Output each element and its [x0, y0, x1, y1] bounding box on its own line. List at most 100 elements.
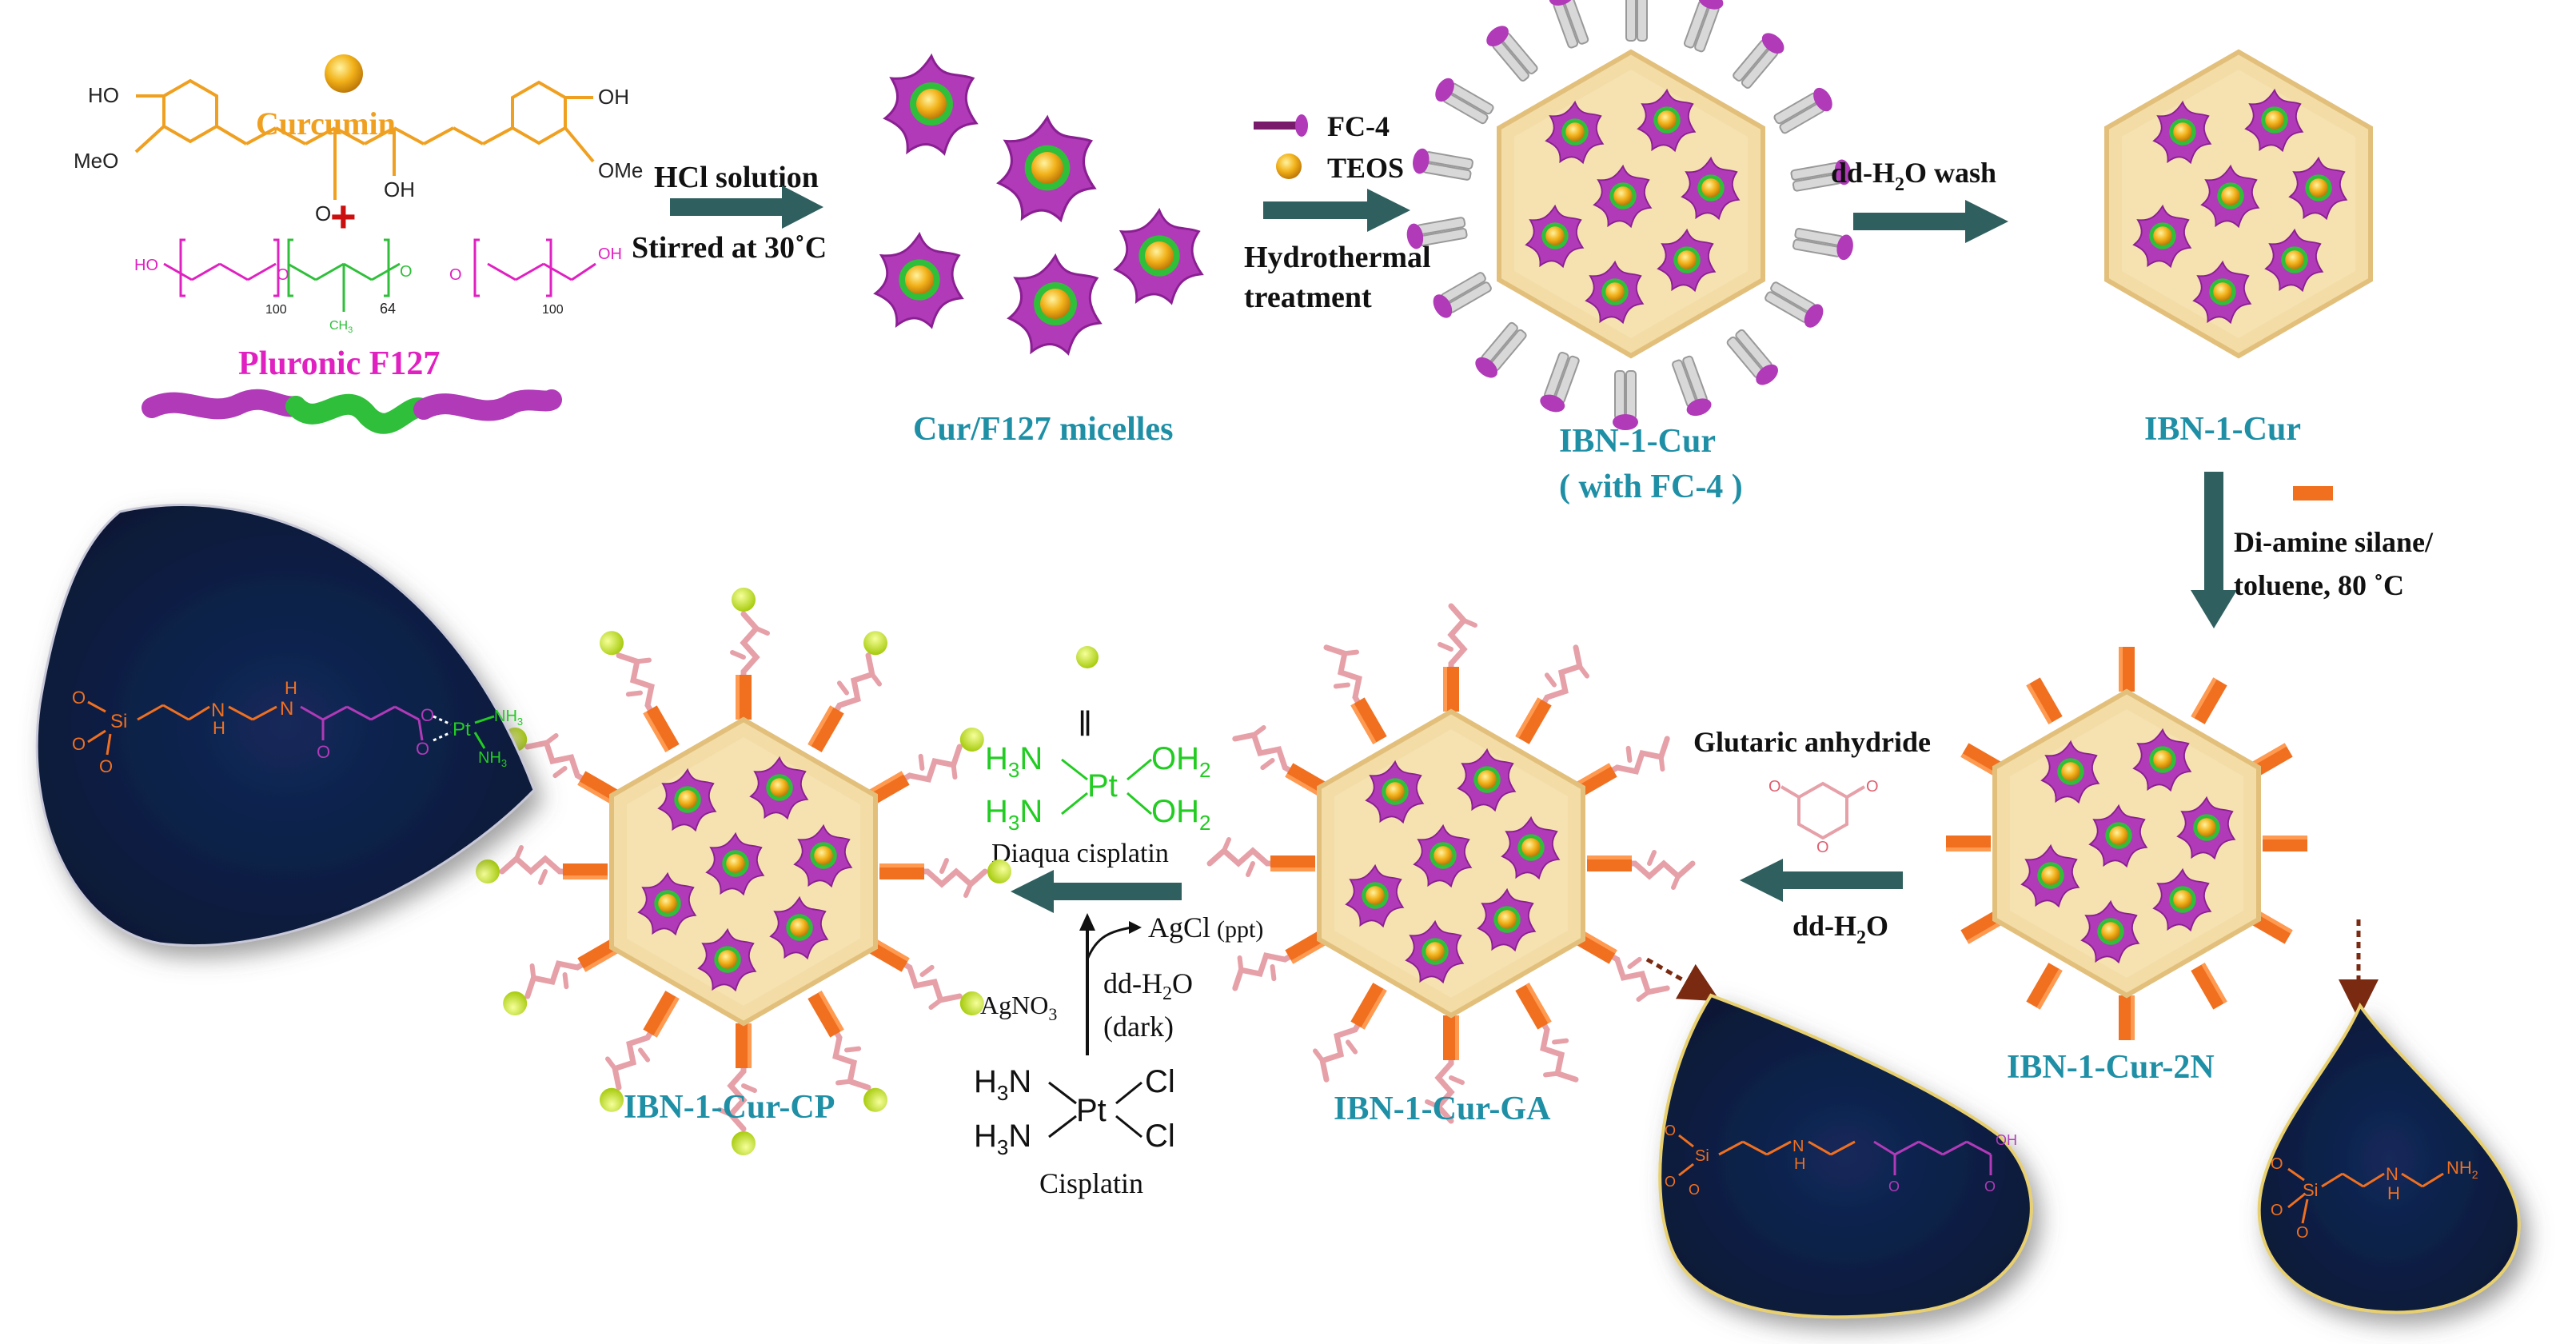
curcumin-ome-right: OMe: [598, 158, 643, 182]
curcumin-meo-left: MeO: [74, 149, 118, 173]
callout-ga-n: N: [1792, 1138, 1804, 1155]
pluronic-chain-graphic: [142, 389, 306, 420]
particle-ibn1-cur-cp: [476, 588, 1011, 1155]
callout-cp-o2: O: [72, 734, 86, 754]
cisplatin-cl-top: Cl: [1145, 1064, 1175, 1099]
particle-cp-label: IBN-1-Cur-CP: [624, 1089, 835, 1126]
callout-cp-nh3a: NH3: [494, 708, 523, 728]
step4-rod-icon: [2293, 486, 2333, 501]
glutaric-o-ring: O: [1816, 839, 1829, 856]
particle-ibn1-cur: [2107, 52, 2371, 356]
callout-2n-o1: O: [2271, 1155, 2283, 1173]
particle-ibn1-cur-ga: [1210, 606, 1693, 1121]
agcl-label: AgCl(ppt): [1148, 911, 1263, 943]
step2-line1: Hydrothermal: [1244, 241, 1431, 274]
agno3-label: AgNO3: [980, 991, 1057, 1024]
pluronic-o2: O: [400, 263, 413, 281]
cisplatin-h3n-top: H3N: [974, 1064, 1031, 1105]
pluronic-chain-green: [285, 393, 434, 434]
pluronic-sub-100a: 100: [265, 303, 287, 317]
pluronic-ho: HO: [134, 257, 158, 274]
callout-cp-n: N: [211, 700, 225, 721]
step2-arrow: FC-4 TEOS Hydrothermal treatment: [1244, 110, 1431, 314]
callout-cp-oa: O: [421, 705, 434, 725]
pluronic-oh: OH: [598, 245, 622, 263]
diaqua-pt: Pt: [1087, 768, 1118, 804]
callout-cp-n2: N: [280, 698, 293, 720]
step1-line2: Stirred at 30˚C: [632, 231, 827, 265]
particle-fc4-label-line1: IBN-1-Cur: [1559, 423, 1716, 460]
ddh2o-label: dd-H2O: [1103, 967, 1193, 1004]
callout-2n-o2: O: [2271, 1202, 2283, 1219]
callout-2n-o3: O: [2296, 1224, 2309, 1242]
callout-ga-o1: O: [1665, 1123, 1676, 1139]
pt-ball-icon: [1076, 646, 1099, 668]
callout-cp: O O O Si N H N H O O O Pt NH3 NH3: [35, 504, 536, 947]
plus-sign: +: [330, 191, 357, 241]
callout-cp-h1: H: [213, 718, 225, 738]
pluronic-sub-64: 64: [380, 301, 396, 317]
step2-fc4: FC-4: [1327, 110, 1390, 142]
micelles-group: Cur/F127 micelles: [874, 54, 1203, 448]
diaqua-oh2-top: OH2: [1151, 741, 1210, 782]
particle-ibn1-cur-2n: [1946, 647, 2307, 1040]
cp-chains: [476, 588, 1011, 1155]
step5-line2: dd-H2O: [1792, 910, 1888, 948]
step4-arrow: Di-amine silane/ toluene, 80 ˚C: [2191, 472, 2434, 628]
callout-ga-si: Si: [1695, 1147, 1709, 1165]
pluronic-o1: O: [277, 266, 289, 284]
callout-2n-n: N: [2386, 1164, 2399, 1184]
step5-arrow: Glutaric anhydride O O O dd-H2O: [1693, 726, 1931, 948]
particle-ga-label: IBN-1-Cur-GA: [1334, 1091, 1551, 1127]
particle-ibn1-cur-fc4: [1404, 0, 1856, 431]
curcumin-oh-right: OH: [598, 85, 629, 109]
callout-ga-o2: O: [1665, 1174, 1676, 1190]
step3-arrow: dd-H2O wash: [1831, 157, 2008, 243]
cisplatin-structure: H3N H3N Pt Cl Cl: [974, 1064, 1175, 1159]
callout-cp-o1: O: [72, 688, 86, 708]
cisplatin-h3n-bottom: H3N: [974, 1119, 1031, 1159]
pluronic-structure: HO O 100 O 64 CH3 O 100 OH Pluronic F127: [134, 238, 622, 434]
pluronic-o3: O: [449, 266, 462, 284]
callout-ga-o3: O: [1689, 1182, 1700, 1198]
glutaric-o-left: O: [1769, 778, 1781, 796]
particle-2n-label: IBN-1-Cur-2N: [2007, 1049, 2215, 1086]
particle-cur-label: IBN-1-Cur: [2144, 411, 2301, 448]
step4-line1: Di-amine silane/: [2234, 526, 2434, 558]
step2-teos: TEOS: [1327, 152, 1404, 184]
cisplatin-label: Cisplatin: [1039, 1167, 1143, 1199]
cisplatin-cl-bottom: Cl: [1145, 1119, 1175, 1154]
callout-cp-pt: Pt: [453, 719, 471, 740]
pluronic-sub-100b: 100: [542, 303, 564, 317]
curcumin-ho-left: HO: [88, 83, 119, 107]
callout-cp-nh3b: NH3: [478, 749, 507, 769]
callout-ga-o-amide: O: [1888, 1178, 1900, 1194]
callout-cp-ob: O: [416, 739, 429, 759]
step2-line2: treatment: [1244, 281, 1372, 314]
callout-2n-nh2: NH2: [2446, 1158, 2478, 1181]
callout-ga-o-acid: O: [1984, 1178, 1996, 1194]
curcumin-structure: Curcumin HO MeO O OH OH OMe +: [74, 54, 643, 241]
dark-label: (dark): [1103, 1011, 1174, 1043]
callout-cp-si: Si: [110, 711, 127, 732]
step1-arrow: HCl solution Stirred at 30˚C: [632, 161, 827, 265]
step6-reaction: ‖ H3N H3N Pt OH2 OH2 Diaqua cisplatin Ag…: [974, 646, 1263, 1199]
pluronic-ch3: CH3: [329, 319, 353, 335]
diaqua-label: Diaqua cisplatin: [991, 839, 1169, 868]
step1-line1: HCl solution: [654, 161, 819, 194]
diaqua-structure: H3N H3N Pt OH2 OH2: [985, 741, 1210, 835]
pluronic-label: Pluronic F127: [238, 345, 440, 382]
micelles-label: Cur/F127 micelles: [913, 411, 1173, 448]
curcumin-o-ketone: O: [315, 201, 331, 225]
step4-line2: toluene, 80 ˚C: [2234, 569, 2404, 601]
step5-line1: Glutaric anhydride: [1693, 726, 1931, 758]
callout-ga: O O O Si N H O OH O: [1645, 957, 2033, 1319]
callout-2n-h: H: [2387, 1183, 2400, 1203]
diaqua-oh2-bottom: OH2: [1151, 794, 1210, 835]
diaqua-h3n-top: H3N: [985, 741, 1043, 782]
curcumin-oh-enol: OH: [384, 177, 415, 201]
callout-ga-oh: OH: [1996, 1132, 2017, 1148]
callout-2n: O O O Si N H NH2: [2257, 919, 2521, 1314]
callout-cp-o-amide: O: [317, 742, 330, 762]
step6-eq: ‖: [1078, 704, 1092, 744]
